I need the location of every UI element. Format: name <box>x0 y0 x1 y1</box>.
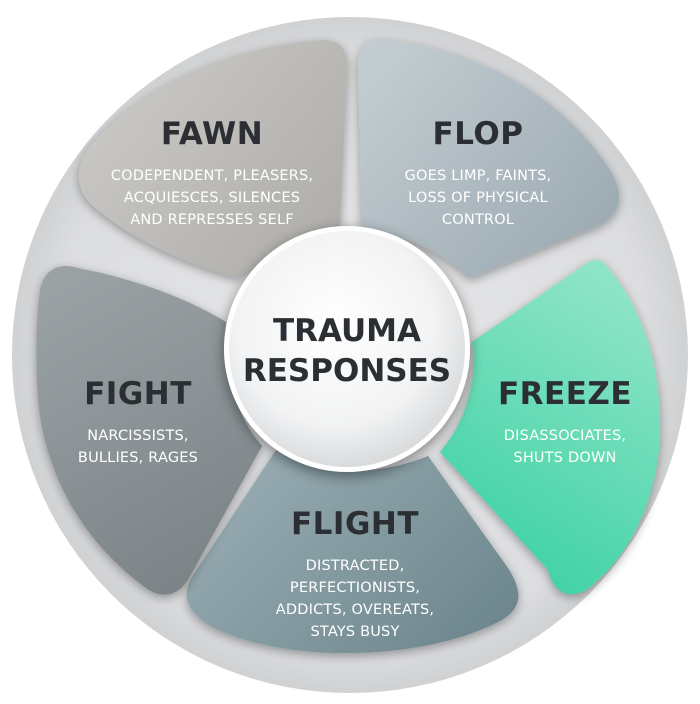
segment-desc-flop-line-1: GOES LIMP, FAINTS, <box>405 168 552 184</box>
center-circle-inner <box>229 231 465 467</box>
center-title-line-2: RESPONSES <box>243 353 451 389</box>
segment-desc-freeze-line-1: DISASSOCIATES, <box>504 428 626 444</box>
segment-title-freeze: FREEZE <box>498 376 632 412</box>
segment-fawn <box>78 40 348 278</box>
segment-desc-fawn-line-1: CODEPENDENT, PLEASERS, <box>111 168 313 184</box>
segment-desc-freeze-line-2: SHUTS DOWN <box>513 450 616 466</box>
segment-title-flight: FLIGHT <box>291 506 419 542</box>
segment-title-flop: FLOP <box>433 116 524 152</box>
segment-freeze <box>440 260 661 595</box>
segment-flight <box>186 450 519 654</box>
segment-desc-flight-line-3: ADDICTS, OVEREATS, <box>276 602 434 618</box>
segment-desc-fight-line-2: BULLIES, RAGES <box>78 450 198 466</box>
segment-desc-fight-line-1: NARCISSISTS, <box>87 428 188 444</box>
segment-desc-flight-line-2: PERFECTIONISTS, <box>290 580 420 596</box>
segment-desc-flight-line-4: STAYS BUSY <box>310 624 399 640</box>
segment-fight <box>36 266 262 595</box>
segment-desc-flop-line-3: CONTROL <box>442 212 514 228</box>
segment-desc-flop-line-2: LOSS OF PHYSICAL <box>408 190 548 206</box>
segments-layer <box>36 40 661 654</box>
segment-title-fawn: FAWN <box>161 116 263 152</box>
segment-desc-fawn-line-3: AND REPRESSES SELF <box>130 212 294 228</box>
segment-desc-fawn-line-2: ACQUIESCES, SILENCES <box>124 190 300 206</box>
labels-layer: FAWN CODEPENDENT, PLEASERS, ACQUIESCES, SI… <box>78 116 632 640</box>
center-hub: TRAUMA RESPONSES <box>224 226 470 472</box>
center-title-line-1: TRAUMA <box>273 313 421 349</box>
segment-desc-flight-line-1: DISTRACTED, <box>306 558 405 574</box>
segment-title-fight: FIGHT <box>84 376 192 412</box>
segment-flop <box>357 40 620 278</box>
